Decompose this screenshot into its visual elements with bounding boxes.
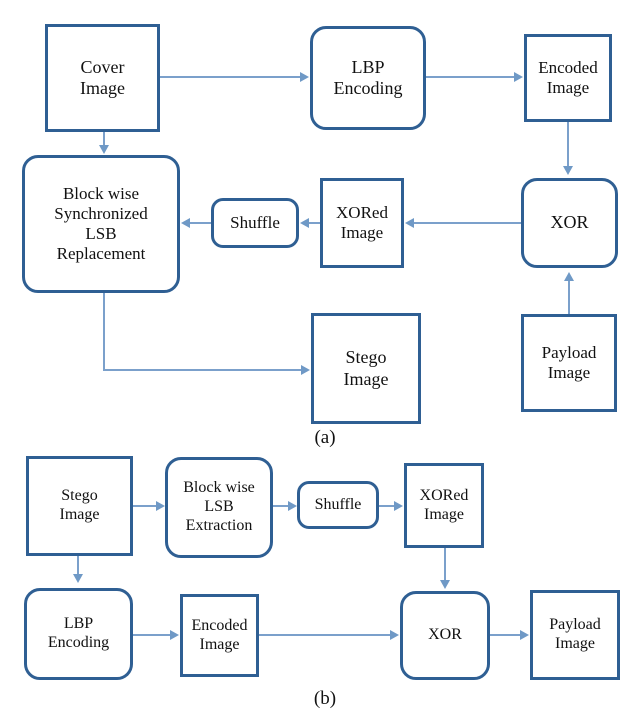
- edge-blockwise-to-stego-vline: [103, 292, 105, 370]
- edge-shuffle-to-blockwise-line: [190, 222, 212, 224]
- caption-a: (a): [314, 427, 336, 448]
- node-label: Shuffle: [230, 212, 280, 232]
- edge-encoded-to-xor-arrowhead: [563, 166, 573, 175]
- node-label: Encoded Image: [191, 616, 248, 653]
- edge-xor-to-xored-arrowhead: [405, 218, 414, 228]
- node-label: XORed Image: [419, 486, 469, 523]
- edge-stegob-to-extraction-arrowhead: [156, 501, 165, 511]
- node-lbp-encoding-b[interactable]: LBP Encoding: [24, 588, 133, 680]
- edge-extraction-to-shuffle-line: [273, 505, 290, 507]
- edge-stegob-to-extraction-line: [133, 505, 158, 507]
- edge-xored-to-shuffle-line: [308, 222, 322, 224]
- edge-stegob-to-lbp-arrowhead: [73, 574, 83, 583]
- edge-shuffleb-to-xored-arrowhead: [394, 501, 403, 511]
- node-shuffle-b[interactable]: Shuffle: [297, 481, 379, 529]
- node-label: Stego Image: [59, 487, 100, 523]
- edge-shuffleb-to-xored-line: [379, 505, 396, 507]
- node-label: LBP Encoding: [333, 56, 403, 98]
- node-label: XOR: [550, 212, 589, 233]
- node-encoded-image-b[interactable]: Encoded Image: [180, 594, 259, 677]
- node-payload-image-a[interactable]: Payload Image: [521, 314, 617, 412]
- node-label: XOR: [428, 626, 462, 644]
- node-cover-image[interactable]: Cover Image: [45, 24, 160, 132]
- node-shuffle-a[interactable]: Shuffle: [211, 198, 299, 248]
- node-encoded-image-a[interactable]: Encoded Image: [524, 34, 612, 122]
- edge-stegob-to-lbp-line: [77, 556, 79, 576]
- edge-lbpb-to-encoded-line: [133, 634, 171, 636]
- edge-xoredb-to-xor-line: [444, 548, 446, 582]
- edge-shuffle-to-blockwise-arrowhead: [181, 218, 190, 228]
- node-blockwise-lsb-extraction[interactable]: Block wise LSB Extraction: [165, 457, 273, 558]
- node-label: Encoded Image: [538, 57, 598, 97]
- edge-payload-to-xor-line: [568, 280, 570, 314]
- node-stego-image-b[interactable]: Stego Image: [26, 456, 133, 556]
- edge-xor-to-xored-line: [413, 222, 522, 224]
- node-xored-image-a[interactable]: XORed Image: [320, 178, 404, 268]
- edge-payload-to-xor-arrowhead: [564, 272, 574, 281]
- edge-lbpb-to-encoded-arrowhead: [170, 630, 179, 640]
- edge-lbp-to-encoded-line: [426, 76, 515, 78]
- node-xored-image-b[interactable]: XORed Image: [404, 463, 484, 548]
- node-stego-image-a[interactable]: Stego Image: [311, 313, 421, 424]
- node-lbp-encoding-a[interactable]: LBP Encoding: [310, 26, 426, 130]
- edge-blockwise-to-stego-arrowhead: [301, 365, 310, 375]
- edge-xoredb-to-xor-arrowhead: [440, 580, 450, 589]
- node-label: Payload Image: [541, 342, 597, 382]
- edge-extraction-to-shuffle-arrowhead: [288, 501, 297, 511]
- node-label: Block wise Synchronized LSB Replacement: [54, 183, 148, 264]
- node-label: Block wise LSB Extraction: [183, 479, 255, 534]
- node-label: XORed Image: [336, 202, 388, 242]
- node-label: Payload Image: [549, 616, 601, 652]
- edge-xorb-to-payload-arrowhead: [520, 630, 529, 640]
- edge-cover-to-blockwise-arrowhead: [99, 145, 109, 154]
- edge-encodedb-to-xor-line: [259, 634, 392, 636]
- edge-cover-to-lbp-line: [160, 76, 301, 78]
- node-blockwise-synchronized-lsb-replacement[interactable]: Block wise Synchronized LSB Replacement: [22, 155, 180, 293]
- node-payload-image-b[interactable]: Payload Image: [530, 590, 620, 680]
- node-label: LBP Encoding: [47, 615, 110, 651]
- edge-cover-to-blockwise-line: [103, 132, 105, 147]
- edge-xorb-to-payload-line: [490, 634, 522, 636]
- node-label: Shuffle: [314, 495, 362, 513]
- caption-b: (b): [313, 688, 337, 709]
- node-label: Stego Image: [343, 347, 389, 389]
- edge-blockwise-to-stego-hline: [103, 369, 302, 371]
- edge-lbp-to-encoded-arrowhead: [514, 72, 523, 82]
- edge-xored-to-shuffle-arrowhead: [300, 218, 309, 228]
- node-xor-a[interactable]: XOR: [521, 178, 618, 268]
- node-label: Cover Image: [80, 56, 125, 98]
- edge-encodedb-to-xor-arrowhead: [390, 630, 399, 640]
- edge-encoded-to-xor-line: [567, 122, 569, 168]
- edge-cover-to-lbp-arrowhead: [300, 72, 309, 82]
- node-xor-b[interactable]: XOR: [400, 591, 490, 680]
